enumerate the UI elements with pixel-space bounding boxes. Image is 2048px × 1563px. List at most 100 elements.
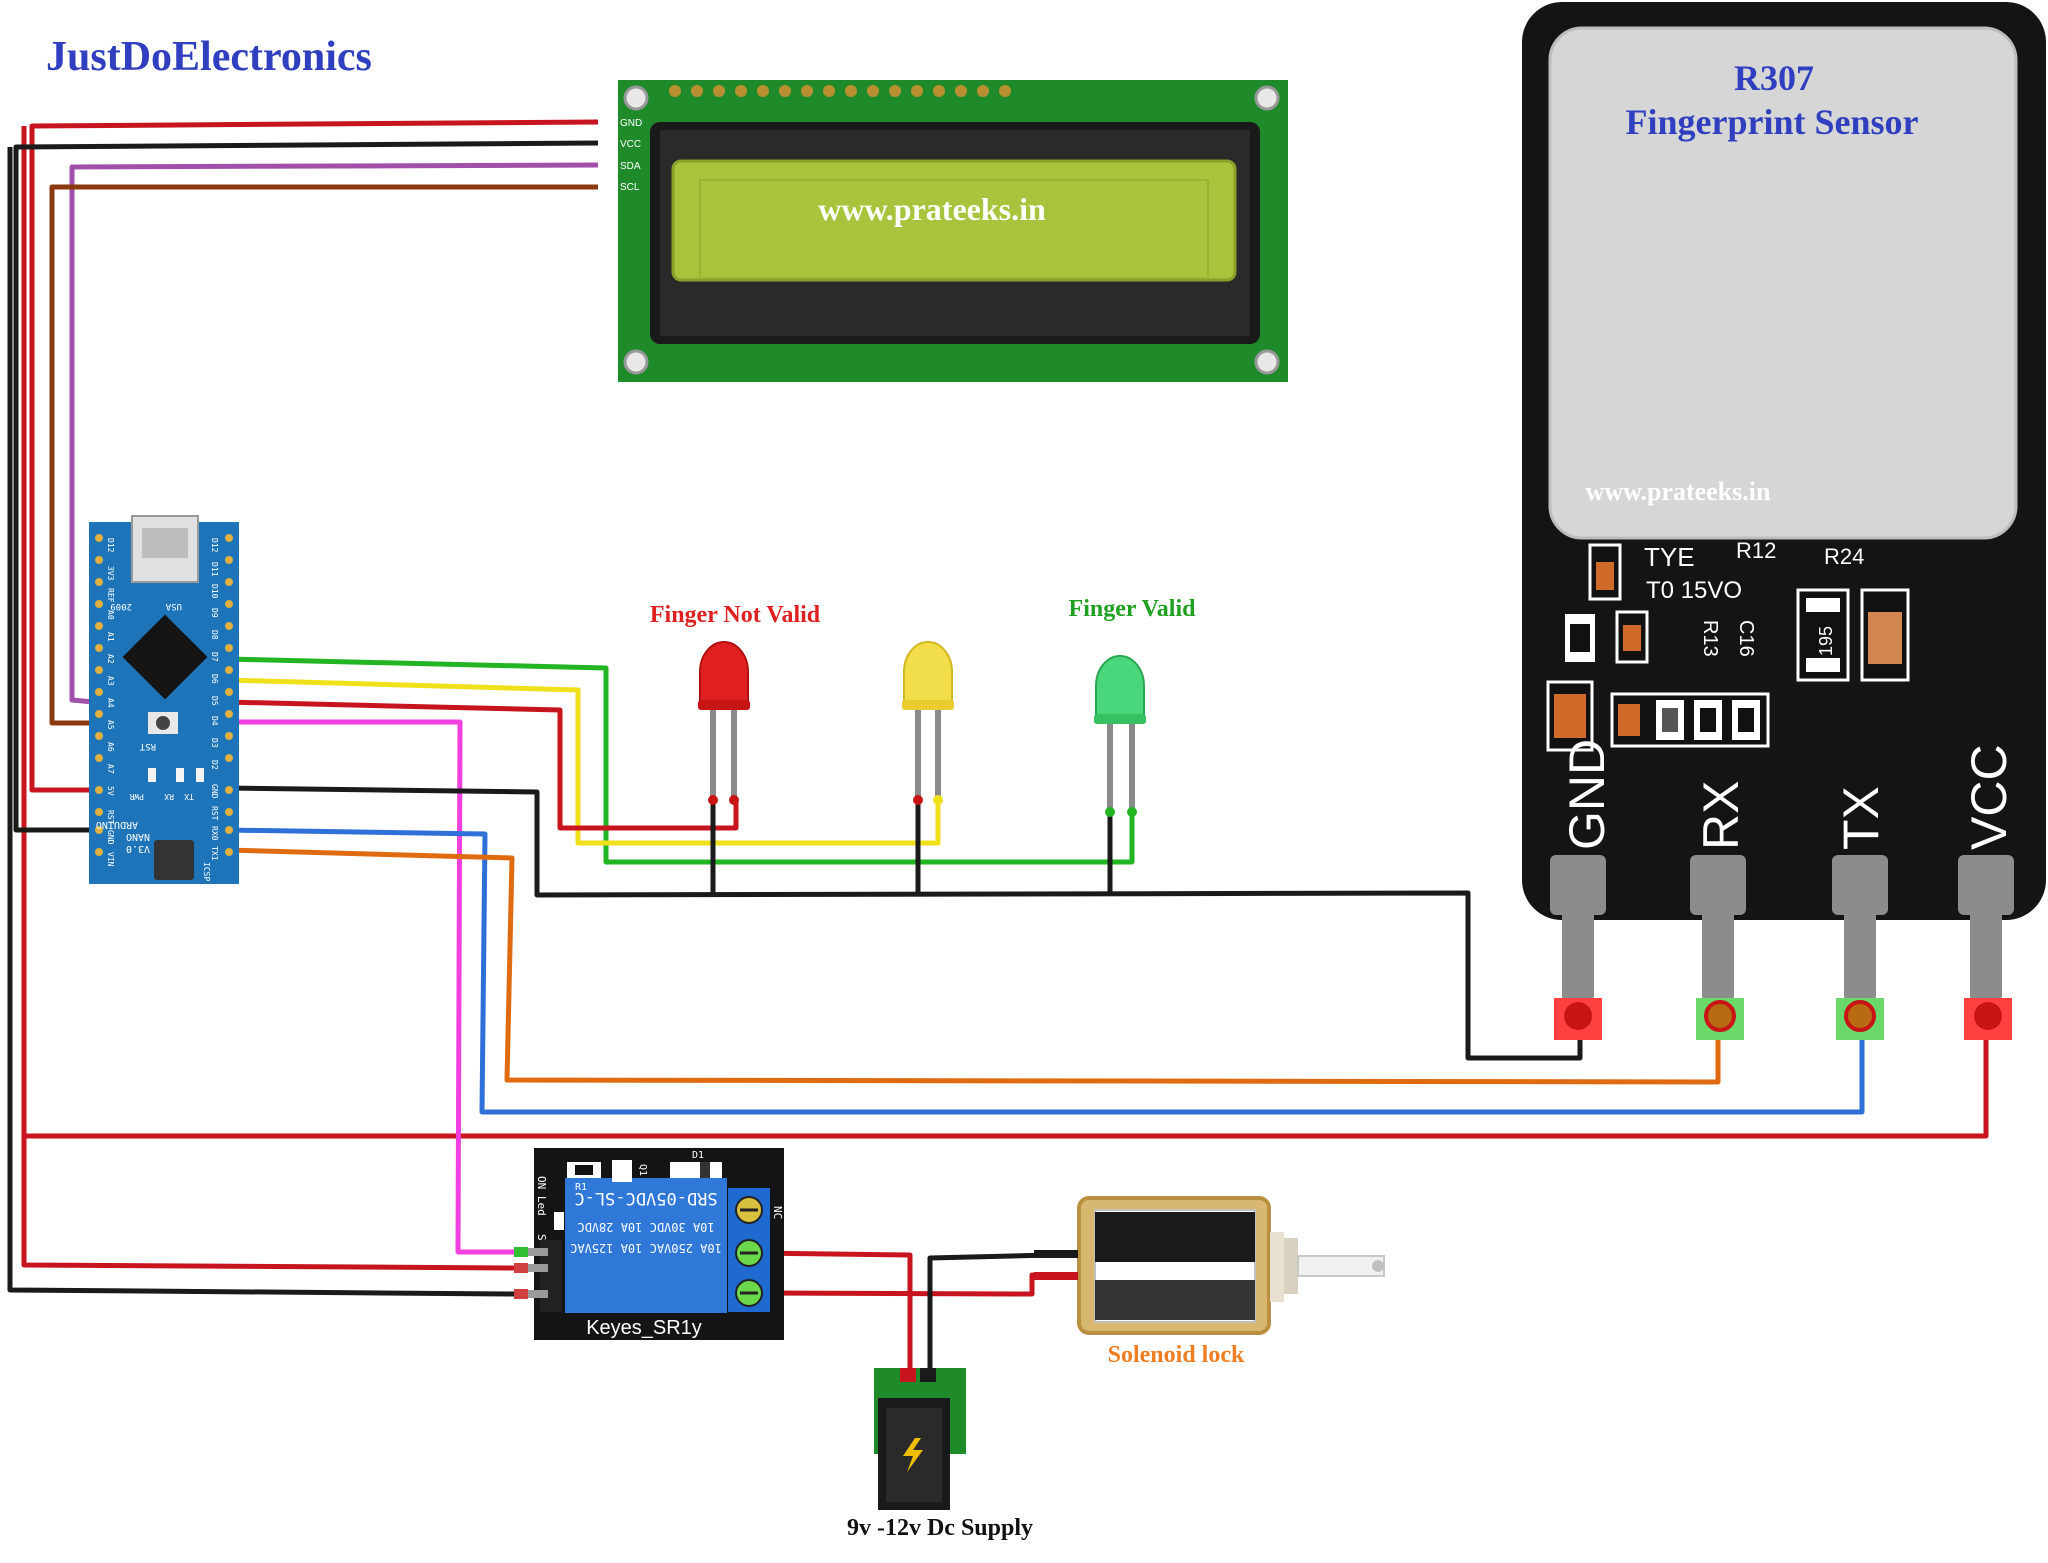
relay-rating1: 10A 250VAC 10A 125VAC	[570, 1241, 722, 1255]
wire-led-gnd-black	[225, 785, 1583, 1061]
relay-rating2: 10A 30VDC 10A 28VDC	[577, 1220, 714, 1234]
sensor-title-line1: R307	[1734, 58, 1814, 98]
sensor-pin-gnd-label: GND	[1559, 739, 1615, 850]
led-yellow-body	[903, 641, 953, 703]
lcd-hole-bl	[623, 349, 649, 375]
wires	[7, 119, 1989, 1375]
wire-lcd-scl-brown	[49, 184, 598, 726]
arduino-right-pin-label: D9	[210, 608, 219, 618]
arduino-right-pin-label: D5	[210, 696, 219, 706]
arduino-left-pin-label: A6	[106, 742, 115, 752]
arduino-nano: ARDUINO NANO V3.0 USA 2009 RST PWR RX TX…	[89, 515, 239, 884]
arduino-left-pin-label: GND	[106, 830, 115, 845]
arduino-chip	[122, 614, 208, 700]
arduino-version: V3.0	[126, 843, 150, 854]
wire-green-led	[225, 656, 1135, 865]
arduino-icsp-label: ICSP	[202, 862, 211, 881]
arduino-right-pin-label: TX1	[210, 846, 219, 861]
solenoid-plunger	[1297, 1255, 1385, 1277]
arduino-right-pin-label: D2	[210, 760, 219, 770]
relay-cube	[565, 1178, 727, 1313]
lcd-hole-br	[1254, 349, 1280, 375]
solenoid-label: Solenoid lock	[1108, 1342, 1245, 1368]
dc-supply-jack: 9v -12v Dc Supply	[847, 1368, 1033, 1541]
sensor-pin-rx-label: RX	[1693, 781, 1749, 850]
wire-sensor-vcc-red	[24, 1020, 1989, 1139]
wire-lcd-gnd-red	[29, 119, 599, 793]
sensor-smd-components	[1546, 543, 1910, 752]
wire-yellow-led	[225, 677, 941, 846]
arduino-pin-holes-right	[225, 534, 233, 856]
arduino-name: ARDUINO	[96, 819, 138, 830]
arduino-rst: RST	[139, 741, 156, 751]
arduino-left-pin-label: VIN	[106, 852, 115, 867]
solenoid-lock: Solenoid lock	[1034, 1196, 1385, 1368]
arduino-usa: USA	[165, 601, 182, 611]
arduino-right-pin-label: D11	[210, 562, 219, 577]
arduino-tx: TX	[184, 792, 194, 801]
relay-r1-label: R1	[575, 1182, 587, 1193]
arduino-right-pin-label: D6	[210, 674, 219, 684]
sensor-label-r13: R13	[1699, 620, 1721, 657]
sensor-title-line2: Fingerprint Sensor	[1626, 102, 1919, 142]
relay-q1-label: Q1	[637, 1164, 648, 1176]
sensor-label-r12: R12	[1736, 538, 1776, 563]
arduino-left-pin-label: A0	[106, 610, 115, 620]
arduino-left-pin-label: RST	[106, 810, 115, 825]
wire-red-led	[225, 699, 739, 831]
wire-orange-rx	[225, 847, 1721, 1085]
wire-lcd-sda-purple	[69, 162, 599, 706]
arduino-status-leds	[148, 768, 204, 782]
fingerprint-sensor: R307 Fingerprint Sensor www.prateeks.in …	[1522, 2, 2046, 1040]
relay-module: SRD-05VDC-SL-C 10A 30VDC 10A 28VDC 10A 2…	[514, 1148, 784, 1340]
led-yellow	[902, 641, 954, 805]
arduino-right-pin-label: D3	[210, 738, 219, 748]
led-red-label: Finger Not Valid	[650, 602, 821, 628]
wire-lcd-vcc-black	[13, 140, 599, 833]
led-green-label: Finger Valid	[1069, 596, 1197, 622]
arduino-left-pin-label: A5	[106, 720, 115, 730]
arduino-right-pin-label: D7	[210, 652, 219, 662]
sensor-label-to15vo: T0 15VO	[1646, 577, 1742, 604]
wire-gnd-rail-black	[7, 147, 516, 1297]
lightning-bolt-icon	[903, 1438, 923, 1472]
wire-5v-rail-red	[21, 126, 516, 1271]
sensor-label-c16: C16	[1735, 620, 1757, 657]
relay-d1-label: D1	[692, 1150, 704, 1161]
arduino-right-pin-label: GND	[210, 784, 219, 799]
relay-s-label: S	[535, 1234, 548, 1241]
arduino-left-pin-label: 5V	[106, 786, 115, 796]
lcd-screen	[671, 159, 1237, 282]
sensor-label-195: 195	[1816, 626, 1836, 656]
wire-relay-no-red	[747, 1272, 1050, 1297]
sensor-label-tye: TYE	[1644, 542, 1695, 572]
arduino-pin-holes-left	[95, 534, 103, 856]
sensor-pin-vcc-label: VCC	[1961, 744, 2017, 850]
brand-title: JustDoElectronics	[46, 34, 372, 80]
arduino-pwr: PWR	[129, 792, 144, 801]
lcd-hole-tr	[1254, 85, 1280, 111]
lcd-hole-tl	[623, 85, 649, 111]
led-green: Finger Valid	[1069, 596, 1197, 817]
lcd-pin-vcc: VCC	[620, 139, 641, 150]
wire-blue-tx	[225, 827, 1865, 1115]
dc-supply-label: 9v -12v Dc Supply	[847, 1515, 1033, 1541]
lcd-pin-sda: SDA	[620, 161, 641, 172]
relay-header-pins	[518, 1248, 548, 1298]
arduino-right-pin-label: D12	[210, 538, 219, 553]
relay-model: SRD-05VDC-SL-C	[574, 1188, 717, 1208]
arduino-right-pin-labels: D12 D11 D10 D9 D8 D7 D6 D5 D4 D3 D2 GND …	[210, 538, 219, 861]
relay-name: Keyes_SR1y	[586, 1317, 702, 1339]
arduino-left-pin-label: A1	[106, 632, 115, 642]
sensor-window	[1548, 26, 2018, 540]
arduino-year: 2009	[110, 601, 132, 611]
arduino-left-pin-label: A2	[106, 654, 115, 664]
arduino-icsp	[154, 840, 194, 880]
arduino-right-pin-label: D10	[210, 584, 219, 599]
wire-magenta-relay	[226, 719, 515, 1255]
lcd-pin-scl: SCL	[620, 182, 640, 193]
led-red: Finger Not Valid	[650, 602, 821, 805]
sensor-watermark: www.prateeks.in	[1586, 477, 1771, 506]
arduino-left-pin-label: A4	[106, 698, 115, 708]
